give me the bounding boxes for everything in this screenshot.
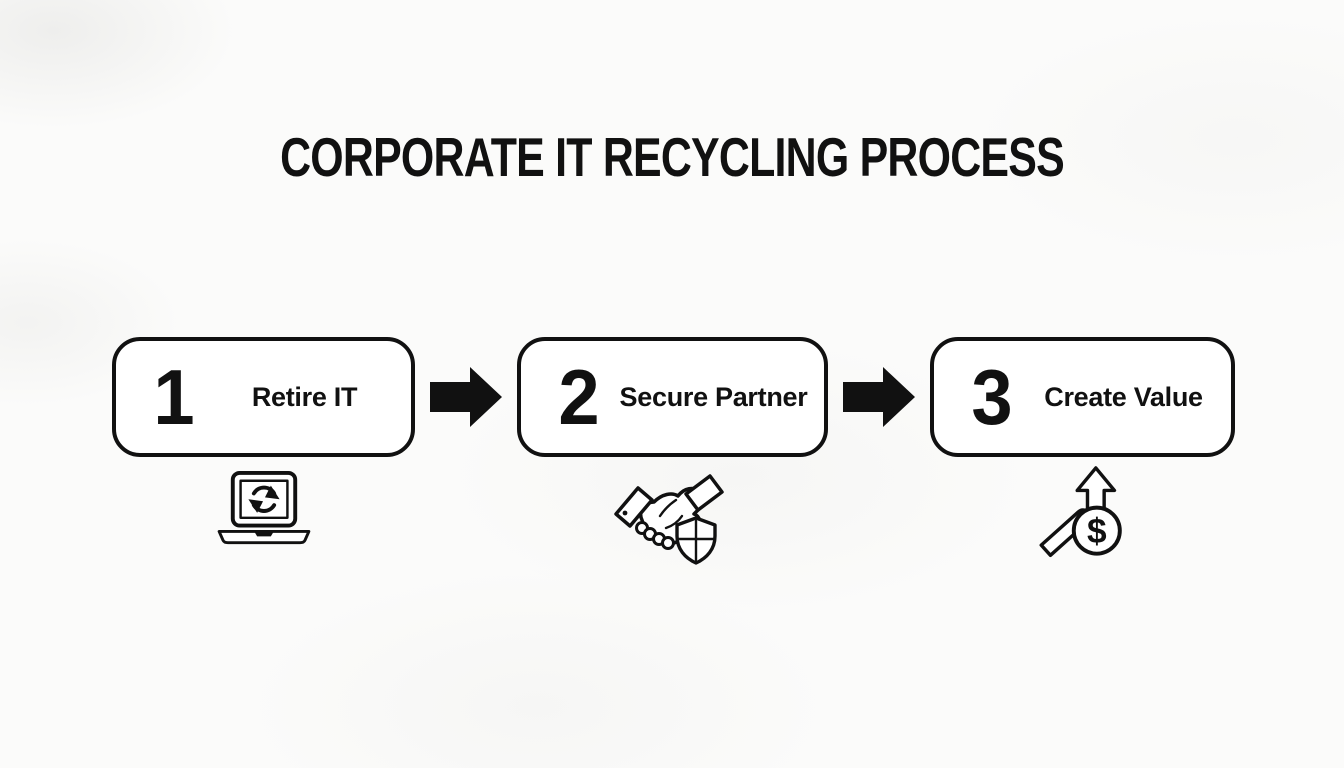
step-label: Retire IT xyxy=(251,381,358,412)
dollar-symbol: $ xyxy=(1087,512,1107,551)
step-box-create-value: 3 Create Value xyxy=(930,337,1235,457)
step-box-secure-partner: 2 Secure Partner xyxy=(517,337,828,457)
step-number: 3 xyxy=(971,353,1013,441)
step-label: Secure Partner xyxy=(619,381,808,412)
growth-dollar-icon: $ xyxy=(1036,464,1138,562)
page-title: CORPORATE IT RECYCLING PROCESS xyxy=(280,126,1065,188)
laptop-sync-icon xyxy=(212,470,316,550)
arrow-right-icon xyxy=(430,367,502,427)
arrow-right-icon xyxy=(843,367,915,427)
step-label: Create Value xyxy=(1044,381,1203,412)
step-number: 2 xyxy=(558,353,600,441)
step-number: 1 xyxy=(153,353,195,441)
step-box-retire-it: 1 Retire IT xyxy=(112,337,415,457)
handshake-shield-icon xyxy=(611,472,729,566)
